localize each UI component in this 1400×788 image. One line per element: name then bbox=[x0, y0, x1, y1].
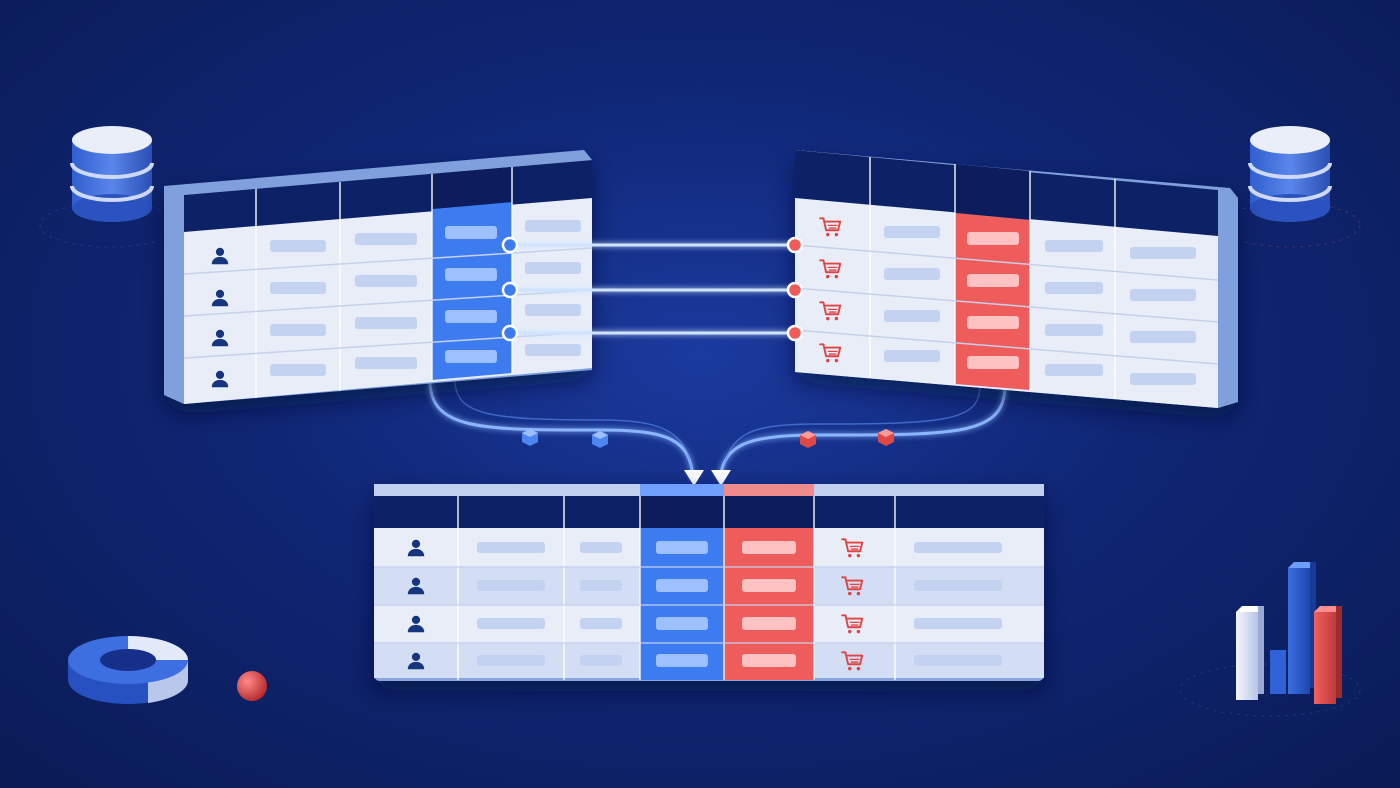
database-icon-left bbox=[70, 126, 154, 222]
bar-chart-icon bbox=[1236, 562, 1342, 704]
result-table-joined bbox=[374, 484, 1044, 681]
red-sphere bbox=[237, 671, 267, 701]
data-cubes bbox=[522, 429, 894, 448]
left-table-users bbox=[164, 150, 593, 404]
right-table-orders bbox=[794, 150, 1238, 408]
donut-chart-icon bbox=[68, 636, 189, 704]
database-icon-right bbox=[1248, 126, 1332, 222]
merge-arrows bbox=[684, 470, 731, 486]
merge-flow-lines bbox=[428, 378, 1007, 480]
join-links bbox=[501, 236, 804, 342]
